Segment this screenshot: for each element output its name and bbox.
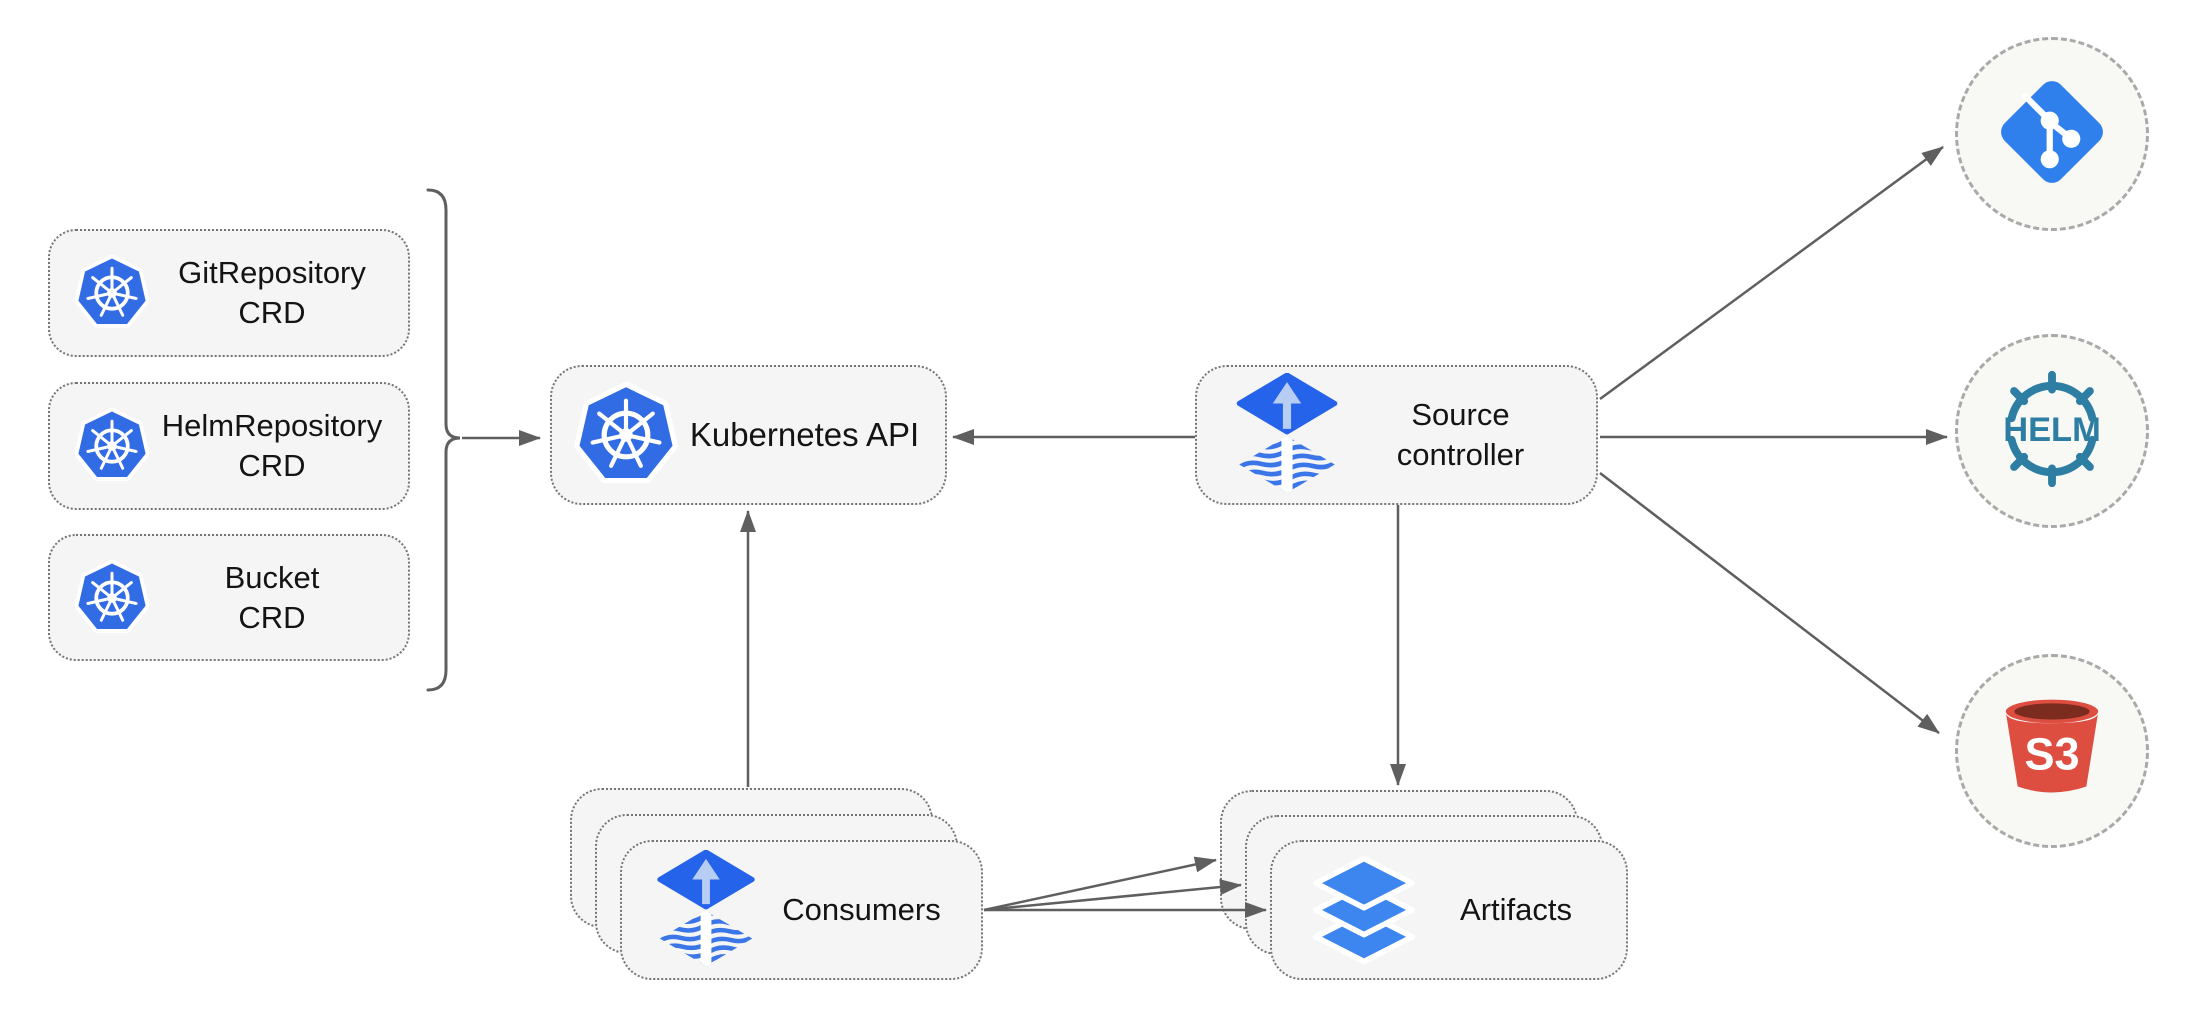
kubernetes-icon [74,559,150,637]
flux-icon [656,850,756,970]
flux-icon [1235,373,1339,497]
layers-icon [1308,854,1420,966]
connector-consumers-to-artifacts-2 [983,879,1242,912]
helm-icon: HELM [1988,365,2116,498]
connector-source-controller-to-s3 [1599,472,1940,734]
kubernetes-icon [74,407,150,485]
node-label: Consumers [782,892,941,928]
external-helm-repository: HELM [1955,334,2149,528]
kubernetes-icon [74,254,150,332]
s3-bucket-icon: S3 [1993,690,2111,813]
external-git-repository [1955,37,2149,231]
kubernetes-icon [574,381,678,489]
s3-logo-text: S3 [2024,728,2079,779]
git-icon [1984,64,2120,205]
node-consumers: Consumers [620,840,983,980]
node-label: Kubernetes API [689,415,920,453]
connector-source-controller-to-git [1599,145,1944,401]
node-artifacts: Artifacts [1270,840,1628,980]
external-s3-bucket: S3 [1955,654,2149,848]
node-label: Artifacts [1460,892,1572,928]
crd-group-bracket [426,188,461,692]
connector-consumers-to-artifacts-1 [983,856,1217,912]
helm-logo-text: HELM [2003,410,2101,448]
node-kubernetes-api: Kubernetes API [550,365,947,505]
